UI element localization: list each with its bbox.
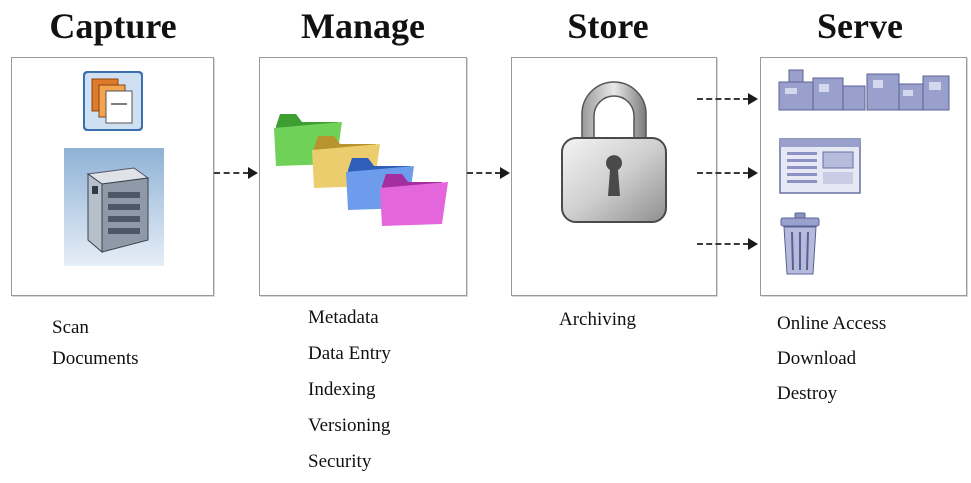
capture-steps: Scan Documents [52,312,139,374]
stage-title-manage: Manage [301,6,425,46]
serve-steps: Online Access Download Destroy [777,306,886,411]
manage-box [259,57,467,296]
manage-step-2: Data Entry [308,343,391,364]
manage-step-5: Security [308,451,372,472]
scanner-copier-icon [64,148,164,266]
arrow-store-to-download [697,167,758,179]
folders-group [274,114,448,226]
serve-step-1: Online Access [777,313,887,334]
padlock-icon [561,81,667,223]
arrow-store-to-online-access [697,93,758,105]
stage-title-store: Store [567,6,649,46]
serve-step-3: Destroy [777,383,838,404]
arrow-capture-to-manage [214,167,258,179]
arrow-manage-to-store [467,167,510,179]
stage-title-serve: Serve [817,6,903,46]
arrow-store-to-destroy [697,238,758,250]
capture-step-1: Scan [52,317,89,338]
server-rack-icon [778,69,950,111]
capture-step-2: Documents [52,348,139,369]
serve-step-2: Download [777,348,857,369]
trash-can-icon [780,212,820,275]
store-step-1: Archiving [559,309,637,330]
manage-step-3: Indexing [308,379,376,400]
store-steps: Archiving [559,302,636,338]
manage-step-4: Versioning [308,415,391,436]
documents-stack-icon [83,71,143,131]
capture-box [11,57,214,296]
manage-step-1: Metadata [308,307,379,328]
serve-box [760,57,967,296]
folder-pink-icon [380,174,448,226]
store-box [511,57,717,296]
web-page-icon [779,138,861,194]
manage-steps: Metadata Data Entry Indexing Versioning … [308,300,391,480]
stage-title-capture: Capture [49,6,177,46]
